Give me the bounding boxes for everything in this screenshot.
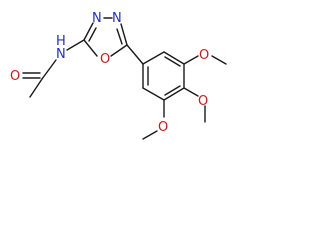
- amide-oxygen-label: O: [10, 69, 20, 84]
- bond-ring-n4-c5-inner: [116, 28, 123, 45]
- ring-nitrogen-2-label: N: [112, 11, 122, 26]
- bond-phenyl-5-6: [142, 87, 165, 101]
- bond-methoxy3-methyl: [142, 130, 158, 140]
- bond-phenyl-2-3-inner: [164, 56, 181, 67]
- bond-carbonyl-nitrogen: [41, 59, 57, 80]
- bond-methoxy1-ring: [183, 55, 199, 65]
- molecule-structure: O N H N N O O O O: [10, 11, 227, 140]
- bond-ring-c2-n3: [83, 22, 94, 41]
- bond-phenyl-4-5-inner: [164, 85, 181, 96]
- amide-hydrogen-label: H: [56, 34, 66, 49]
- bond-phenyl-4-5: [163, 87, 185, 101]
- ring-oxygen-label: O: [100, 52, 110, 67]
- bond-methoxy2-ring: [183, 87, 199, 97]
- bond-phenyl-1-2: [142, 51, 165, 65]
- bond-ring-phenyl: [126, 44, 144, 65]
- bond-ring-c2-n3-inner: [88, 27, 97, 42]
- methoxy-oxygen-2-label: O: [198, 94, 208, 109]
- methoxy-oxygen-3-label: O: [158, 120, 168, 135]
- bond-ring-o1-c2: [83, 39, 98, 57]
- amide-nitrogen-label: N: [56, 47, 66, 62]
- bond-ring-c5-o1: [110, 44, 128, 57]
- bond-nh-ring: [66, 39, 85, 51]
- bond-methoxy1-methyl: [211, 55, 227, 65]
- methoxy-oxygen-1-label: O: [199, 48, 209, 63]
- bond-methyl-carbonyl: [29, 78, 43, 98]
- bond-ring-n4-c5: [120, 23, 128, 46]
- ring-nitrogen-1-label: N: [92, 11, 102, 26]
- bond-phenyl-2-3: [163, 51, 185, 65]
